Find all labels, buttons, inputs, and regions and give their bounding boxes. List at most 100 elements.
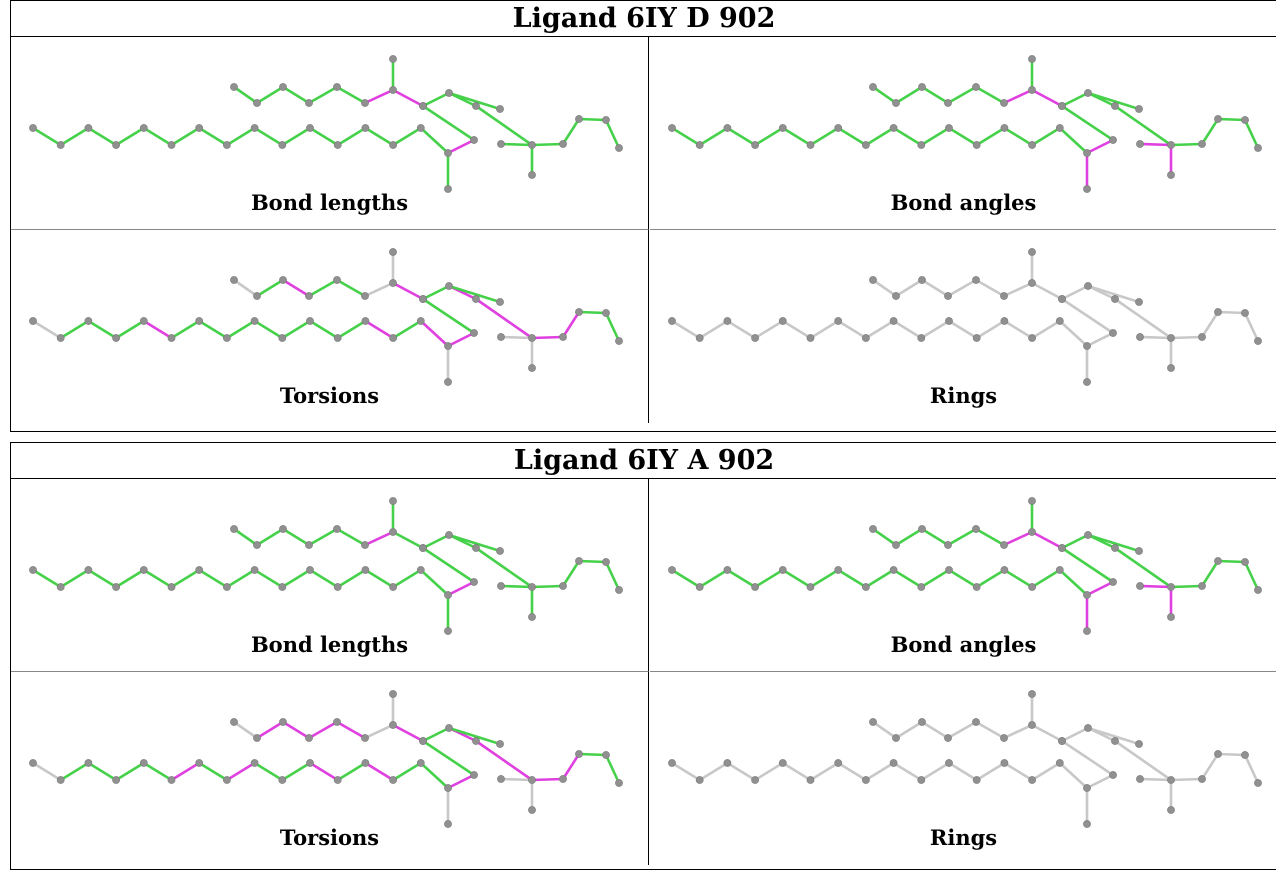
bond bbox=[1030, 319, 1062, 340]
bond bbox=[809, 761, 840, 782]
atom bbox=[470, 771, 478, 779]
bond bbox=[197, 126, 229, 147]
atom bbox=[444, 784, 452, 792]
atom bbox=[389, 279, 397, 287]
atom bbox=[695, 334, 704, 342]
bond bbox=[1200, 310, 1220, 339]
bond bbox=[253, 319, 284, 340]
molecule bbox=[668, 248, 1262, 386]
atom bbox=[1028, 86, 1036, 94]
bond bbox=[59, 126, 90, 147]
atom bbox=[528, 776, 536, 784]
bond bbox=[363, 281, 395, 298]
atom bbox=[918, 276, 926, 284]
atom bbox=[806, 141, 815, 149]
atom bbox=[416, 124, 425, 132]
atom bbox=[575, 750, 583, 758]
atom bbox=[139, 317, 148, 325]
atom bbox=[889, 317, 898, 325]
bond bbox=[781, 126, 812, 147]
bond bbox=[336, 126, 367, 147]
atom bbox=[230, 525, 238, 533]
bond bbox=[474, 546, 534, 589]
bond bbox=[499, 777, 534, 782]
atom bbox=[917, 334, 926, 342]
panel-label: Bond angles bbox=[890, 190, 1037, 215]
atom bbox=[195, 317, 204, 325]
atom bbox=[1241, 558, 1249, 566]
bond bbox=[499, 142, 534, 147]
molecule bbox=[668, 690, 1262, 828]
atom bbox=[615, 144, 623, 152]
atom bbox=[444, 627, 452, 635]
atom bbox=[1135, 740, 1143, 748]
panel-label: Bond lengths bbox=[250, 190, 409, 215]
bond bbox=[336, 761, 367, 782]
atom bbox=[389, 528, 397, 536]
bond bbox=[871, 720, 898, 740]
atom bbox=[278, 334, 287, 342]
bond bbox=[308, 761, 340, 782]
bond bbox=[142, 319, 173, 340]
atom bbox=[1136, 582, 1144, 590]
bond bbox=[170, 126, 201, 147]
bond bbox=[142, 126, 173, 147]
bond bbox=[753, 319, 785, 340]
bond bbox=[781, 761, 812, 782]
bond bbox=[336, 568, 367, 589]
atom bbox=[333, 718, 341, 726]
bond bbox=[1138, 142, 1173, 147]
atom bbox=[56, 776, 65, 784]
atom bbox=[333, 141, 342, 149]
bond bbox=[335, 278, 367, 298]
panel-label: Torsions bbox=[279, 825, 380, 850]
atom bbox=[945, 317, 953, 325]
atom bbox=[279, 83, 287, 91]
atom bbox=[195, 124, 204, 132]
atom bbox=[1241, 309, 1249, 317]
bond bbox=[871, 85, 898, 105]
atom bbox=[806, 776, 815, 784]
atom bbox=[723, 317, 732, 325]
bond bbox=[363, 723, 395, 740]
atom bbox=[112, 583, 120, 591]
bond bbox=[892, 568, 923, 589]
bond bbox=[864, 761, 895, 782]
atom bbox=[333, 83, 341, 91]
atom bbox=[112, 141, 120, 149]
atom bbox=[419, 544, 427, 552]
bond bbox=[946, 527, 978, 547]
atom bbox=[695, 583, 704, 591]
atom bbox=[112, 776, 120, 784]
atom bbox=[1028, 248, 1036, 256]
bond bbox=[894, 85, 924, 105]
atom bbox=[861, 141, 870, 149]
atom bbox=[496, 740, 504, 748]
atom bbox=[559, 775, 567, 783]
bond bbox=[31, 319, 63, 340]
bond bbox=[1058, 568, 1089, 597]
bond bbox=[391, 126, 423, 147]
block-title: Ligand 6IY A 902 bbox=[11, 443, 1276, 479]
atom bbox=[892, 541, 900, 549]
bond bbox=[1060, 297, 1115, 335]
bond bbox=[1113, 104, 1173, 147]
atom bbox=[306, 566, 314, 574]
atom bbox=[389, 248, 397, 256]
atom bbox=[1000, 734, 1008, 742]
atom bbox=[253, 292, 261, 300]
bond bbox=[561, 559, 581, 588]
atom bbox=[497, 140, 505, 148]
bond bbox=[1243, 311, 1260, 343]
atom bbox=[1055, 759, 1064, 767]
atom bbox=[444, 149, 452, 157]
bond bbox=[447, 91, 502, 111]
bond bbox=[281, 278, 311, 298]
molecule-diagram bbox=[29, 497, 623, 635]
bond bbox=[530, 142, 565, 147]
atom bbox=[84, 124, 93, 132]
atom bbox=[972, 276, 980, 284]
atom bbox=[1111, 544, 1119, 552]
bond bbox=[920, 720, 950, 740]
atom bbox=[1084, 282, 1092, 290]
